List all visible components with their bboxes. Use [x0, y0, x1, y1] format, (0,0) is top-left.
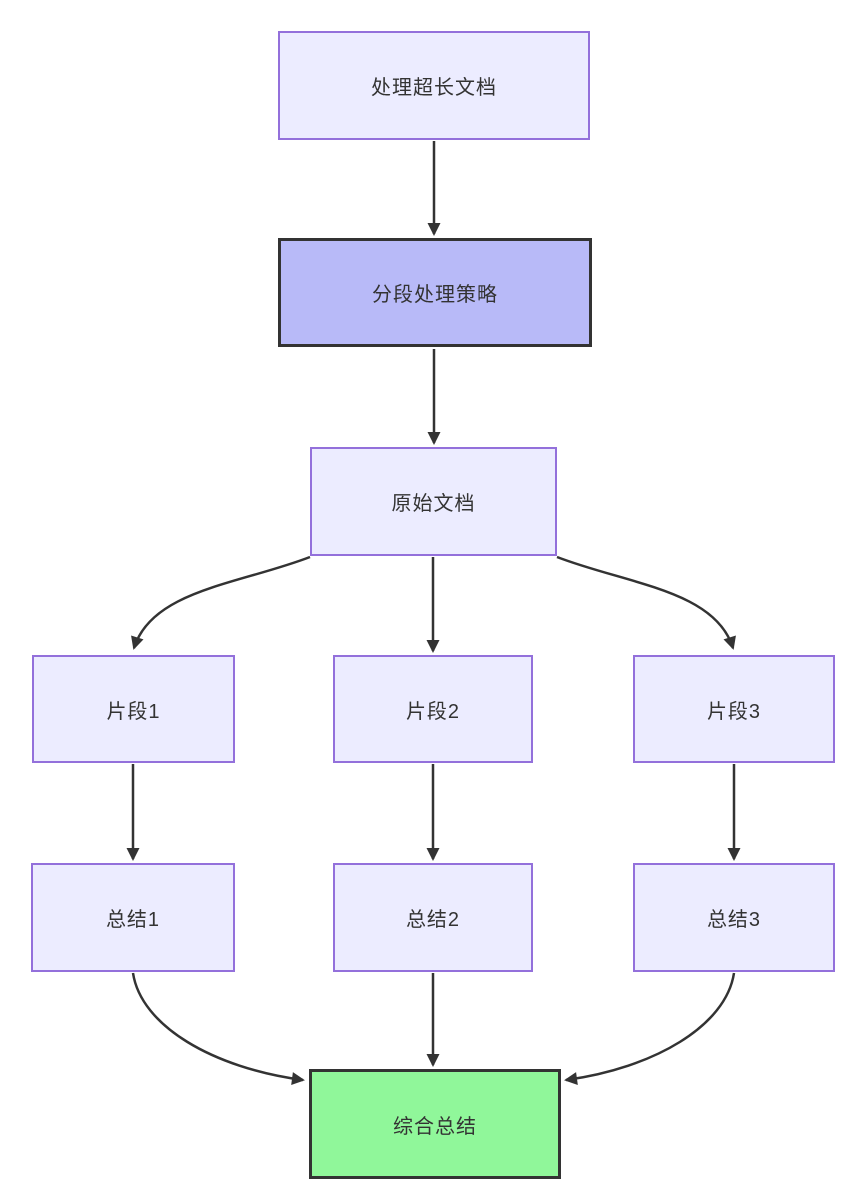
node-label: 片段2 [405, 700, 461, 723]
edge-original-seg1 [131, 555, 311, 650]
node-label: 总结2 [405, 909, 461, 931]
node-segment-1: 片段1 [32, 655, 235, 763]
node-segmentation-strategy: 分段处理策略 [278, 238, 592, 347]
node-process-long-document: 处理超长文档 [278, 31, 590, 140]
edge-sum1-final [131, 972, 305, 1085]
node-label: 原始文档 [391, 493, 476, 515]
node-segment-2: 片段2 [333, 655, 533, 763]
edge-original-seg3 [556, 555, 736, 650]
edge-sum3-final [564, 972, 736, 1085]
node-label: 总结1 [105, 909, 161, 931]
node-label: 分段处理策略 [372, 284, 498, 306]
node-label: 片段3 [706, 700, 762, 723]
node-summary-2: 总结2 [333, 863, 533, 972]
node-summary-3: 总结3 [633, 863, 835, 972]
node-combined-summary: 综合总结 [309, 1069, 561, 1179]
node-original-document: 原始文档 [310, 447, 557, 556]
node-label: 综合总结 [393, 1115, 477, 1138]
node-segment-3: 片段3 [633, 655, 835, 763]
node-label: 片段1 [106, 700, 161, 723]
node-label: 总结3 [706, 909, 762, 931]
node-label: 处理超长文档 [371, 77, 497, 99]
node-summary-1: 总结1 [31, 863, 235, 972]
